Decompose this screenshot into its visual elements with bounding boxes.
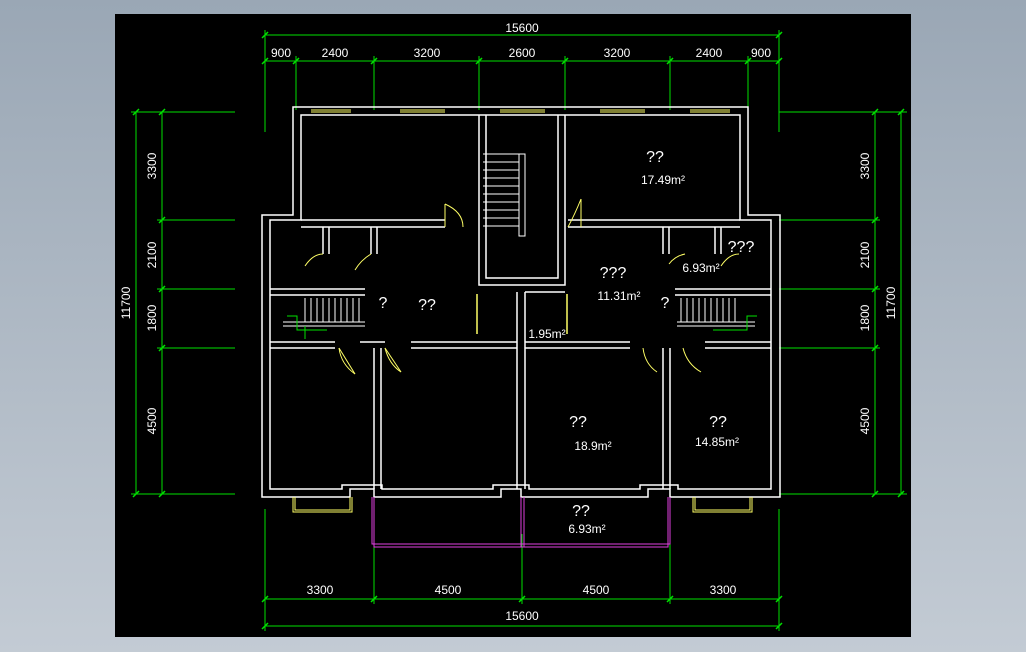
doors [304, 198, 740, 375]
left-stair [283, 298, 365, 339]
room-11-area: 6.93m² [568, 522, 605, 536]
dim-left-2: 2100 [145, 241, 159, 268]
room-11-name: ?? [572, 503, 590, 520]
balcony [371, 497, 671, 548]
dim-left-total: 11700 [119, 286, 133, 319]
dim-bottom-total: 15600 [505, 609, 539, 623]
central-stair [483, 153, 526, 237]
room-10-area: 14.85m² [695, 435, 739, 449]
dim-top-7: 900 [751, 46, 771, 60]
room-9-name: ?? [569, 414, 587, 431]
dim-right-1: 3300 [858, 152, 872, 179]
floor-plan: 15600 900 2400 3200 2600 3200 2400 900 3… [119, 21, 907, 631]
dim-right-2: 2100 [858, 241, 872, 268]
room-2-name: ??? [728, 239, 755, 256]
room-9-area: 18.9m² [574, 439, 611, 453]
dim-top-4: 2600 [509, 46, 536, 60]
dim-left-1: 3300 [145, 152, 159, 179]
dim-top-2: 2400 [322, 46, 349, 60]
dim-left-3: 1800 [145, 304, 159, 331]
dim-top-total: 15600 [505, 21, 539, 35]
dim-left-4: 4500 [145, 407, 159, 434]
dimension-lines [131, 30, 907, 631]
room-1-name: ?? [646, 149, 664, 166]
right-stair [677, 298, 757, 331]
cad-canvas: 15600 900 2400 3200 2600 3200 2400 900 3… [115, 14, 911, 637]
room-4-area: 11.31m² [597, 289, 640, 303]
room-3-area: 6.93m² [682, 261, 719, 275]
room-7-name: ? [661, 295, 670, 312]
walls [261, 106, 781, 513]
dim-top-6: 2400 [696, 46, 723, 60]
dim-right-3: 1800 [858, 304, 872, 331]
room-labels: ?? 17.49m² ??? 6.93m² ??? 11.31m² ?? ? ?… [379, 149, 755, 536]
dim-top-1: 900 [271, 46, 291, 60]
dim-right-total: 11700 [884, 286, 898, 319]
room-8-area: 1.95m² [528, 327, 565, 341]
dim-top-5: 3200 [604, 46, 631, 60]
dim-top-3: 3200 [414, 46, 441, 60]
room-1-area: 17.49m² [641, 173, 685, 187]
dim-right-4: 4500 [858, 407, 872, 434]
dim-bottom-2: 4500 [435, 583, 462, 597]
room-6-name: ? [379, 295, 388, 312]
dim-bottom-4: 3300 [710, 583, 737, 597]
dimension-texts: 15600 900 2400 3200 2600 3200 2400 900 3… [119, 21, 898, 623]
dim-bottom-3: 4500 [583, 583, 610, 597]
dim-bottom-1: 3300 [307, 583, 334, 597]
room-4-name: ??? [600, 265, 627, 282]
room-5-name: ?? [418, 297, 436, 314]
room-10-name: ?? [709, 414, 727, 431]
